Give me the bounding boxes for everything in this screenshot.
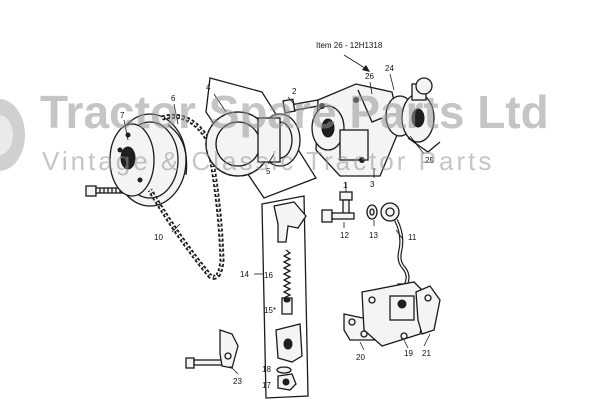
callout-numbers: 4 2 6 7 5 26 24 25 3 1 10 12 13 11 14 16… (120, 64, 434, 390)
tensioner-body (275, 323, 303, 363)
timing-chain (147, 113, 225, 280)
pin-15 (281, 297, 293, 315)
callout-10: 10 (154, 233, 163, 242)
callout-25: 25 (425, 156, 434, 165)
plate-21 (415, 285, 441, 335)
watermark-title: Tractor Spare Parts Ltd (40, 86, 549, 138)
slipper-block-19 (361, 281, 429, 347)
spring-16 (282, 249, 292, 305)
pin-1 (339, 191, 353, 215)
callout-11: 11 (408, 233, 417, 242)
washer-13 (366, 204, 378, 220)
leader-lines (123, 73, 431, 375)
crank-sprocket-assembly (205, 77, 317, 199)
nut-17 (277, 373, 297, 391)
watermark-logo (0, 99, 25, 171)
callout-21: 21 (422, 349, 431, 358)
callout-26: 26 (365, 72, 374, 81)
callout-20: 20 (356, 353, 365, 362)
callout-23: 23 (233, 377, 242, 386)
callout-7: 7 (120, 111, 125, 120)
camshaft-gear (109, 113, 188, 207)
callout-17: 17 (262, 381, 271, 390)
pin-12 (321, 209, 355, 223)
callout-13: 13 (369, 231, 378, 240)
watermark-subtitle: Vintage & Classic Tractor Parts (42, 146, 495, 176)
plunger-head (273, 201, 307, 243)
bolt-23 (185, 357, 223, 369)
callout-16: 16 (264, 271, 273, 280)
item-note-arrow (343, 54, 370, 72)
callout-5: 5 (266, 167, 271, 176)
callout-1: 1 (343, 181, 348, 190)
item-note: Item 26 - 12H1318 (316, 41, 383, 50)
bolt-left (85, 185, 129, 197)
callout-6: 6 (171, 94, 176, 103)
callout-12: 12 (340, 231, 349, 240)
callout-3: 3 (370, 180, 375, 189)
tensioner-housing (311, 77, 441, 177)
callout-4: 4 (206, 83, 211, 92)
washer-18 (276, 366, 292, 374)
oil-pipe-11 (380, 202, 411, 293)
callout-14: 14 (240, 270, 249, 279)
callout-24: 24 (385, 64, 394, 73)
callout-2: 2 (292, 87, 297, 96)
bolt-2 (282, 98, 322, 114)
callout-18: 18 (262, 365, 271, 374)
lock-plate-23 (219, 329, 239, 369)
callout-19: 19 (404, 349, 413, 358)
callout-15: 15* (264, 306, 276, 315)
plunger-assembly-frame (261, 195, 309, 399)
